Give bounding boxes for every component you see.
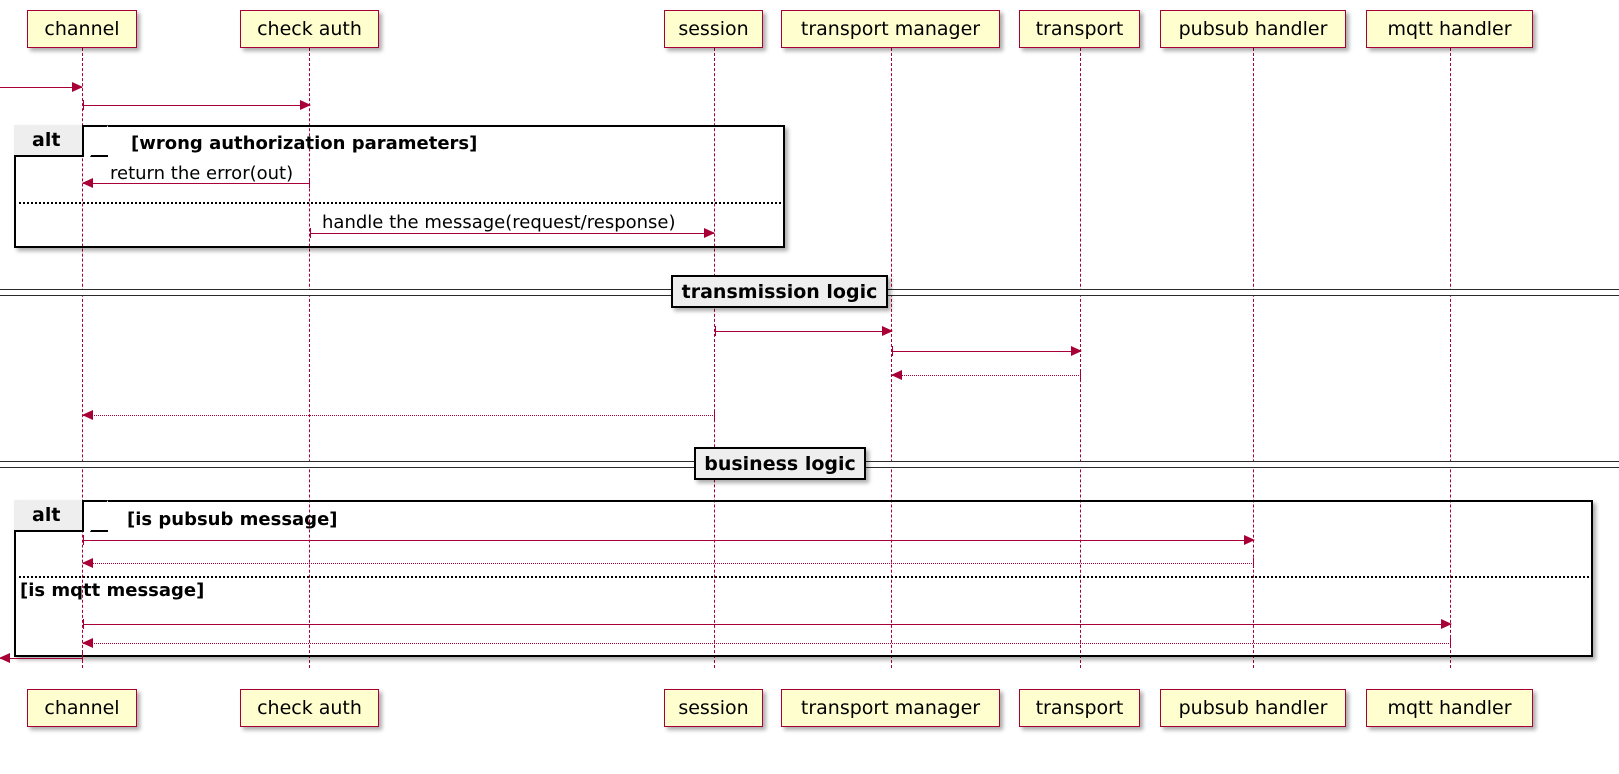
arrow-shaft [0, 658, 83, 659]
lifeline-pubsub-handler [1253, 48, 1254, 668]
arrow-shaft [83, 563, 1254, 564]
arrow-shaft [892, 351, 1081, 352]
participant-label: pubsub handler [1178, 696, 1328, 719]
group-type-label: alt [32, 504, 61, 526]
condition-text: [is pubsub message] [127, 509, 338, 530]
condition-text: [wrong authorization parameters] [131, 133, 478, 154]
group-alt-message-kind [14, 500, 1593, 657]
participant-label: channel [44, 696, 120, 719]
arrow-shaft [83, 415, 715, 416]
arrow-head-left-icon [0, 652, 10, 663]
participant-transport-bottom[interactable]: transport [1019, 689, 1140, 727]
participant-label: transport manager [800, 17, 981, 40]
participant-mqtt-handler-bottom[interactable]: mqtt handler [1366, 689, 1533, 727]
group-alt-message-kind-condition-1: [is pubsub message] [127, 509, 338, 530]
divider-business-logic: business logic [694, 447, 866, 480]
lifeline-transport-manager [891, 48, 892, 668]
label-text: handle the message(request/response) [322, 212, 676, 233]
arrow-shaft [83, 183, 310, 184]
participant-label: session [678, 17, 749, 40]
group-alt-authorization-tab: alt [14, 125, 85, 157]
arrow-shaft [83, 105, 310, 106]
arrow-head-right-icon [72, 81, 83, 92]
participant-transport-top[interactable]: transport [1019, 10, 1140, 48]
lifeline-mqtt-handler [1450, 48, 1451, 668]
participant-transport-manager-top[interactable]: transport manager [781, 10, 1000, 48]
participant-channel-bottom[interactable]: channel [27, 689, 137, 727]
arrow-head-left-icon [82, 557, 93, 568]
participant-label: pubsub handler [1178, 17, 1328, 40]
participant-check-auth-top[interactable]: check auth [240, 10, 379, 48]
group-alt-authorization-condition-1: [wrong authorization parameters] [131, 133, 477, 154]
participant-mqtt-handler-top[interactable]: mqtt handler [1366, 10, 1533, 48]
group-alt-message-kind-tab: alt [14, 500, 85, 532]
participant-label: channel [44, 17, 120, 40]
group-alt-message-kind-condition-2: [is mqtt message] [20, 580, 204, 601]
arrow-shaft [0, 87, 82, 88]
participant-label: session [678, 696, 749, 719]
participant-label: check auth [257, 696, 362, 719]
participant-pubsub-handler-bottom[interactable]: pubsub handler [1160, 689, 1346, 727]
divider-transmission-logic: transmission logic [671, 275, 888, 308]
arrow-shaft [715, 331, 892, 332]
group-alt-authorization [14, 125, 785, 248]
arrow-head-right-icon [704, 227, 715, 238]
arrow-shaft [310, 233, 714, 234]
lifeline-session [714, 48, 715, 668]
arrow-head-left-icon [82, 177, 93, 188]
arrow-head-left-icon [82, 409, 93, 420]
arrow-head-right-icon [1071, 345, 1082, 356]
participant-label: transport manager [800, 696, 981, 719]
participant-label: check auth [257, 17, 362, 40]
arrow-head-right-icon [1441, 618, 1452, 629]
participant-transport-manager-bottom[interactable]: transport manager [781, 689, 1000, 727]
arrow-head-left-icon [891, 369, 902, 380]
arrow-shaft [83, 540, 1254, 541]
arrow-shaft [83, 624, 1451, 625]
label-text: return the error(out) [110, 163, 294, 184]
lifeline-channel [82, 48, 83, 668]
lifeline-check-auth [309, 48, 310, 668]
arrow-head-left-icon [82, 637, 93, 648]
participant-session-bottom[interactable]: session [664, 689, 763, 727]
condition-text: [is mqtt message] [20, 580, 205, 601]
divider-label: business logic [704, 452, 856, 475]
participant-session-top[interactable]: session [664, 10, 763, 48]
participant-channel-top[interactable]: channel [27, 10, 137, 48]
participant-label: mqtt handler [1387, 17, 1512, 40]
message-label-return-the-error: return the error(out) [110, 163, 293, 184]
lifeline-transport [1080, 48, 1081, 668]
arrow-shaft [892, 375, 1081, 376]
group-alt-authorization-else-divider [14, 202, 785, 204]
participant-label: mqtt handler [1387, 696, 1512, 719]
participant-pubsub-handler-top[interactable]: pubsub handler [1160, 10, 1346, 48]
group-type-label: alt [32, 129, 61, 151]
participant-label: transport [1035, 696, 1124, 719]
arrow-shaft [83, 643, 1451, 644]
divider-label: transmission logic [681, 280, 878, 303]
group-alt-message-kind-else-divider [14, 576, 1593, 578]
participant-label: transport [1035, 17, 1124, 40]
message-label-handle-the-message: handle the message(request/response) [322, 212, 676, 233]
arrow-head-right-icon [300, 99, 311, 110]
participant-check-auth-bottom[interactable]: check auth [240, 689, 379, 727]
arrow-head-right-icon [882, 325, 893, 336]
arrow-head-right-icon [1244, 534, 1255, 545]
